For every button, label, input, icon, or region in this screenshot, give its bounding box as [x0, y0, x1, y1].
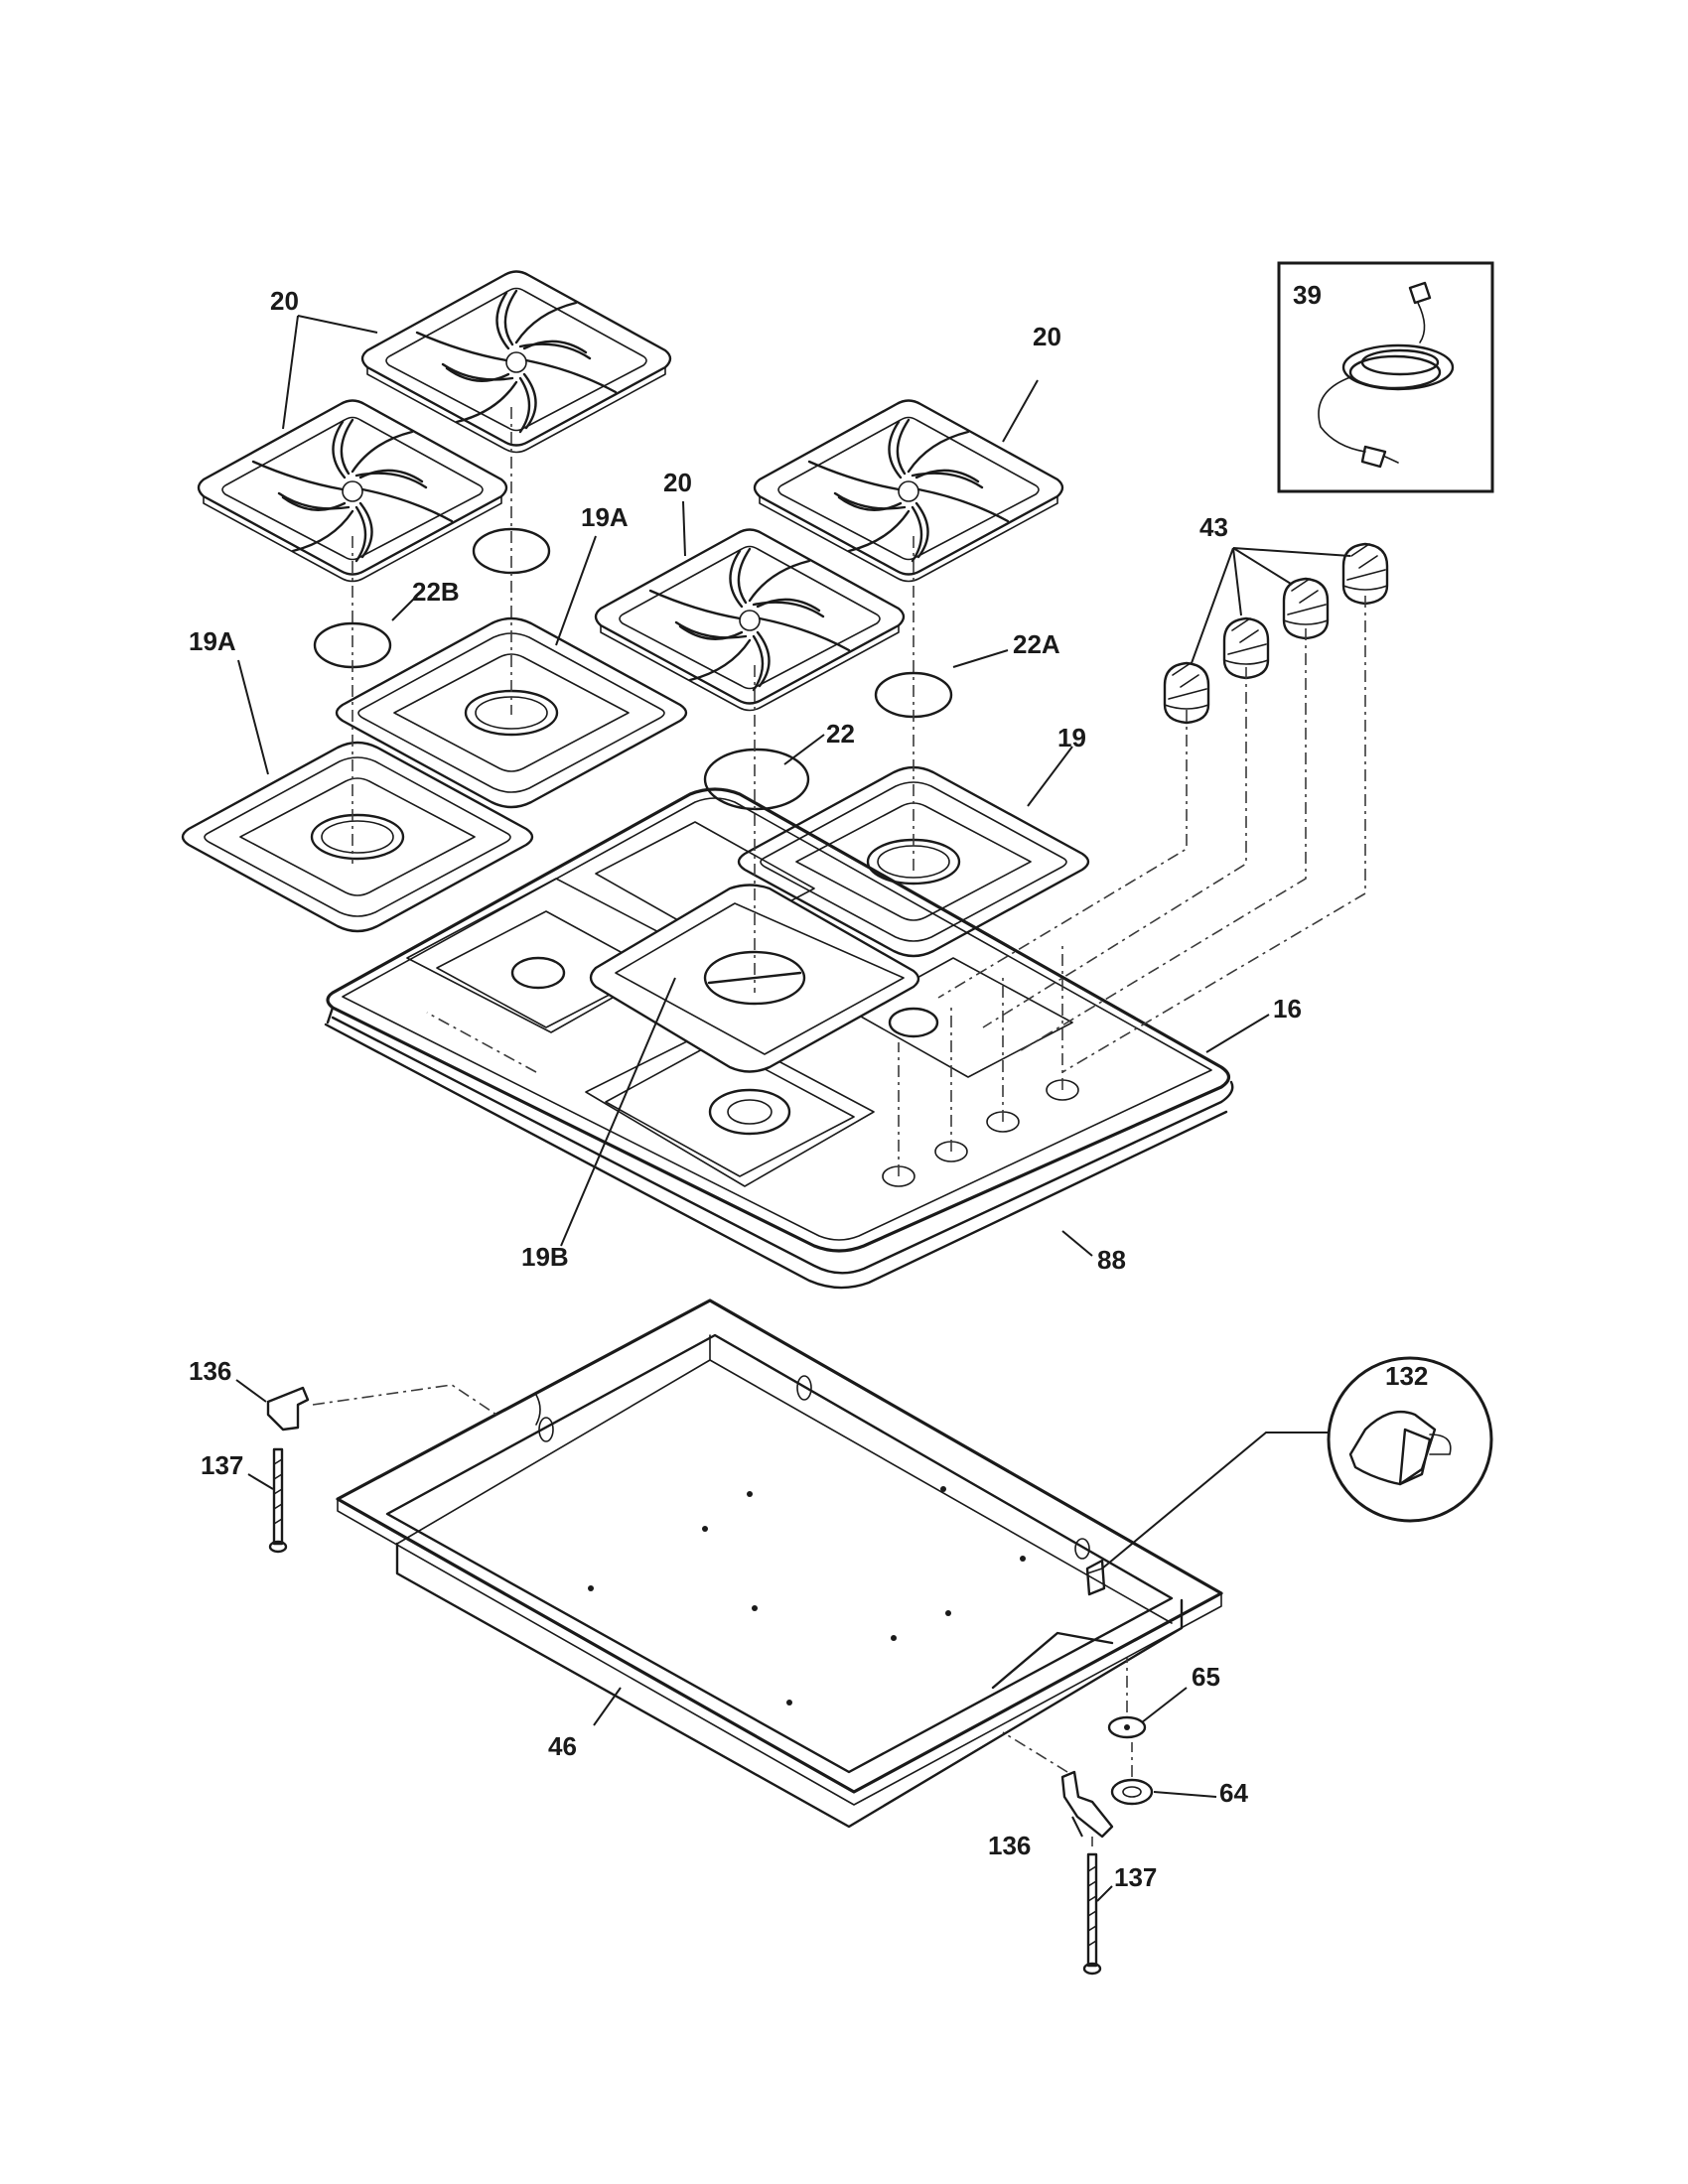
clip-inset-132 [1327, 1356, 1493, 1523]
screw-137-rear [268, 1447, 288, 1554]
callout-39: 39 [1293, 280, 1322, 310]
callout-20-right: 20 [1033, 322, 1061, 351]
callout-88: 88 [1097, 1245, 1126, 1275]
callout-19a-top: 19A [581, 502, 629, 532]
callout-137-bottom: 137 [1114, 1862, 1157, 1892]
callout-20-center: 20 [663, 468, 692, 497]
callout-19: 19 [1057, 723, 1086, 752]
callout-136-bottom: 136 [988, 1831, 1031, 1860]
callout-136-top: 136 [189, 1356, 231, 1386]
callout-16: 16 [1273, 994, 1302, 1024]
grommet-64 [1110, 1778, 1154, 1806]
callout-22a: 22A [1013, 629, 1060, 659]
bracket-136-rear [266, 1386, 310, 1432]
burner-pan-19b [589, 884, 920, 1073]
cooktop-gasket [324, 1006, 1234, 1290]
bracket-136-front [1060, 1770, 1114, 1839]
callout-46: 46 [548, 1731, 577, 1761]
power-cord-inset [1277, 261, 1494, 493]
callout-22: 22 [826, 719, 855, 749]
burner-cap-22 [703, 748, 810, 811]
grate-rear-left [360, 270, 672, 454]
callout-64: 64 [1219, 1778, 1248, 1808]
callout-labels: 20 20 20 39 43 19A 19A 22B 22A 22 19 16 … [189, 280, 1428, 1892]
callout-leaders [235, 315, 1351, 1902]
assembly-centerlines [312, 407, 1366, 1846]
callout-19b: 19B [521, 1242, 569, 1272]
callout-65: 65 [1192, 1662, 1220, 1692]
callout-137-top: 137 [201, 1450, 243, 1480]
cooktop-main-top [326, 787, 1231, 1253]
cooktop-burner-box [336, 1298, 1223, 1829]
washer-65 [1107, 1715, 1147, 1739]
callout-22b: 22B [412, 577, 460, 607]
callout-43: 43 [1199, 512, 1228, 542]
control-knob-4 [1341, 542, 1389, 606]
callout-132: 132 [1385, 1361, 1428, 1391]
callout-19a-left: 19A [189, 626, 236, 656]
callout-20-left: 20 [270, 286, 299, 316]
screw-137-front [1082, 1852, 1102, 1976]
